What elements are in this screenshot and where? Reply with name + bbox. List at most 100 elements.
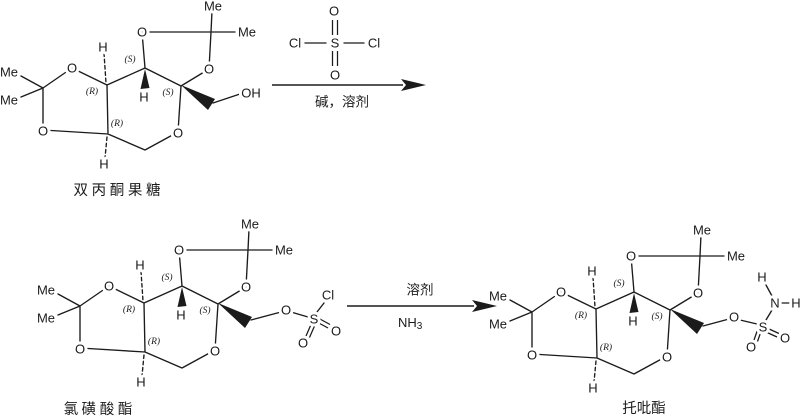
- methyl-label: Me: [0, 93, 18, 108]
- wedge-bond-h: [629, 293, 639, 313]
- sulfamate-tail: O S N H H O O: [702, 267, 800, 358]
- methyl-label: Me: [241, 217, 259, 232]
- hydrogen-label: H: [588, 381, 597, 396]
- methyl-label: Me: [693, 223, 711, 238]
- hashed-h-bonds: [592, 276, 597, 383]
- oxygen-label: O: [626, 249, 636, 264]
- oxygen-label: O: [137, 25, 147, 40]
- stereocenter-R: (R): [600, 342, 612, 353]
- wedge-bond-ch2: [670, 309, 704, 334]
- compound-diacetone-fructose: Me Me O O O O O Me Me H H H (S) (S) (R) …: [0, 0, 264, 199]
- ring-oxygen-label: O: [210, 344, 220, 359]
- tail-bonds: [250, 302, 325, 321]
- nitrogen-label: N: [770, 296, 779, 311]
- formula-subscript: 3: [417, 321, 423, 332]
- core-bonds: [20, 10, 236, 151]
- oxygen-label: O: [527, 348, 537, 363]
- stereocenter-R: (R): [111, 118, 123, 129]
- sulfur-label: S: [759, 320, 768, 335]
- oxygen-label: O: [75, 342, 85, 357]
- oxygen-label: O: [298, 336, 308, 351]
- compound-label-product: 托吡酯: [622, 400, 666, 417]
- tail-bonds: [702, 284, 792, 327]
- step2-ammonia-formula: NH3: [398, 315, 423, 332]
- bond-ch2-oh: [212, 93, 241, 104]
- hydrogen-label: H: [139, 90, 148, 105]
- sulfur-label: S: [310, 312, 319, 327]
- hydrogen-label: H: [99, 157, 108, 172]
- step2-arrow: 溶剂 NH3: [347, 283, 497, 332]
- methyl-label: Me: [204, 0, 222, 14]
- compound-topiramate: Me Me O O O O O Me Me H H H (S) (S) (R) …: [486, 220, 800, 418]
- sugar-core: Me Me O O O O O Me Me H H H (S) (S) (R) …: [486, 220, 748, 399]
- hashed-h-bonds: [103, 52, 108, 159]
- wedge-bond-ch2: [181, 85, 215, 110]
- oxygen-label: O: [330, 68, 340, 83]
- oxygen-label: O: [329, 4, 339, 19]
- oxygen-label: O: [67, 61, 77, 76]
- methyl-label: Me: [489, 317, 507, 332]
- wedge-bond-h: [140, 69, 150, 89]
- oxygen-label: O: [556, 285, 566, 300]
- hydrogen-label: H: [136, 375, 145, 390]
- chlorine-label: Cl: [289, 36, 301, 51]
- oxygen-label: O: [729, 310, 739, 325]
- reagent-double-bonds: [331, 20, 339, 66]
- methyl-label: Me: [275, 243, 293, 258]
- sugar-core: Me Me O O O O O Me Me H H H (S) (S) (R) …: [0, 0, 259, 175]
- methyl-label: Me: [238, 25, 256, 40]
- compound-chlorosulfate-ester: Me Me O O O O O Me Me H H H (S) (S) (R) …: [34, 214, 344, 419]
- oxygen-label: O: [780, 331, 790, 346]
- chlorine-label: Cl: [368, 36, 380, 51]
- wedge-bond-ch2: [218, 303, 252, 328]
- ring-oxygen-label: O: [662, 350, 672, 365]
- stereocenter-S: (S): [613, 278, 624, 289]
- arrow-head: [401, 79, 426, 91]
- hydrogen-label: H: [791, 296, 800, 311]
- sulfur-label: S: [331, 36, 340, 51]
- step2-solvent: 溶剂: [407, 283, 434, 298]
- stereocenter-R: (R): [148, 336, 160, 347]
- hydrogen-label: H: [98, 40, 107, 55]
- ring-oxygen-label: O: [173, 126, 183, 141]
- oxygen-label: O: [331, 324, 341, 339]
- methyl-label: Me: [37, 311, 55, 326]
- hydroxyl-label: OH: [241, 86, 261, 101]
- stereocenter-R: (R): [86, 86, 98, 97]
- hashed-h-bonds: [140, 270, 145, 377]
- methyl-label: Me: [37, 283, 55, 298]
- oxygen-label: O: [204, 62, 214, 77]
- oxygen-label: O: [281, 303, 291, 318]
- oxygen-label: O: [104, 279, 114, 294]
- oxygen-label: O: [38, 124, 48, 139]
- hydrogen-label: H: [587, 264, 596, 279]
- stereocenter-S: (S): [161, 272, 172, 283]
- arrow-head: [472, 300, 497, 312]
- hydrogen-label: H: [135, 258, 144, 273]
- stereocenter-R: (R): [123, 304, 135, 315]
- compound-label-start: 双 丙 酮 果 糖: [74, 182, 161, 199]
- hydrogen-label: H: [757, 270, 766, 285]
- stereocenter-S: (S): [199, 305, 210, 316]
- hydrogen-label: H: [176, 308, 185, 323]
- tail-double-bonds: [305, 317, 331, 338]
- oxygen-label: O: [693, 286, 703, 301]
- formula-main: NH: [398, 315, 417, 330]
- core-bonds: [509, 234, 725, 375]
- chlorine-label: Cl: [322, 288, 334, 303]
- stereocenter-S: (S): [651, 311, 662, 322]
- methyl-label: Me: [0, 65, 18, 80]
- tail-double-bonds: [753, 327, 780, 342]
- step1-reagent-sulfuryl-chloride: O Cl S Cl O: [286, 1, 383, 86]
- methyl-label: Me: [489, 289, 507, 304]
- wedge-bond-h: [177, 287, 187, 307]
- step1-arrow: 碱，溶剂: [272, 79, 426, 110]
- oxygen-label: O: [746, 340, 756, 355]
- stereocenter-S: (S): [162, 87, 173, 98]
- oxygen-label: O: [241, 280, 251, 295]
- methyl-label: Me: [727, 249, 745, 264]
- oxygen-label: O: [174, 243, 184, 258]
- hydrogen-label: H: [628, 314, 637, 329]
